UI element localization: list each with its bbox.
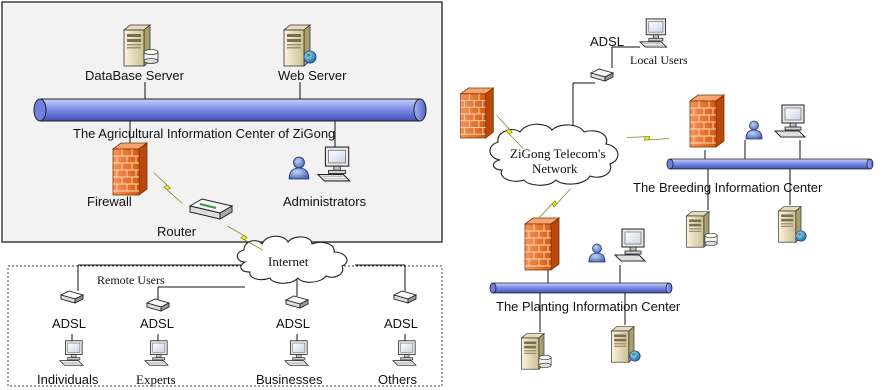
adsl-label: ADSL <box>52 316 86 331</box>
internet-cloud <box>236 235 348 284</box>
computer-icon[interactable] <box>59 340 84 366</box>
adsl-label: ADSL <box>276 316 310 331</box>
computer-icon[interactable] <box>392 340 417 366</box>
database-icon <box>143 49 159 64</box>
internet-label: Internet <box>268 254 309 269</box>
adsl-modem-icon[interactable] <box>285 295 309 309</box>
remote-users-box <box>7 265 443 387</box>
globe-icon <box>303 50 317 64</box>
administrators-label: Administrators <box>283 194 367 209</box>
firewall-icon[interactable] <box>524 217 560 271</box>
planting-db-server[interactable] <box>521 333 552 370</box>
breeding-users-group[interactable] <box>745 104 806 140</box>
adsl-label: ADSL <box>384 316 418 331</box>
local-adsl-label: ADSL <box>590 34 624 49</box>
firewall-icon[interactable] <box>112 142 148 196</box>
planting-center-bus <box>489 282 673 294</box>
firewall-icon[interactable] <box>460 87 494 139</box>
experts-label: Experts <box>136 372 176 387</box>
connection-lines <box>71 46 801 342</box>
globe-icon <box>629 350 641 362</box>
breeding-center-label: The Breeding Information Center <box>633 180 823 195</box>
router-label: Router <box>157 224 197 239</box>
adsl-label: ADSL <box>140 316 174 331</box>
web-server-label: Web Server <box>278 68 347 83</box>
user-icon <box>588 243 606 263</box>
user-icon <box>745 120 763 140</box>
adsl-modem-icon[interactable] <box>146 298 170 312</box>
firewall-icon[interactable] <box>689 94 725 148</box>
adsl-modem-icon[interactable] <box>60 290 84 304</box>
planting-web-server[interactable] <box>611 326 641 363</box>
telecom-network-cloud <box>489 123 619 186</box>
individuals-label: Individuals <box>37 372 99 387</box>
adsl-modem-icon[interactable] <box>590 68 614 82</box>
globe-icon <box>795 230 807 242</box>
computer-icon <box>774 104 806 138</box>
computer-icon[interactable] <box>639 18 667 48</box>
breeding-web-server[interactable] <box>778 206 807 243</box>
businesses-label: Businesses <box>256 372 323 387</box>
planting-center-label: The Planting Information Center <box>496 299 681 314</box>
database-server-label: DataBase Server <box>85 68 185 83</box>
adsl-modem-icon[interactable] <box>393 290 417 304</box>
computer-icon <box>614 228 646 262</box>
computer-icon[interactable] <box>284 340 309 366</box>
computer-icon[interactable] <box>144 340 169 366</box>
others-label: Others <box>378 372 418 387</box>
agri-center-label: The Agricultural Information Center of Z… <box>73 126 335 141</box>
agri-center-bus <box>33 98 427 122</box>
firewall-label: Firewall <box>87 194 132 209</box>
telecom-label-line2: Network <box>532 161 578 176</box>
database-icon <box>704 232 718 246</box>
planting-users-group[interactable] <box>588 228 646 263</box>
telecom-label-line1: ZiGong Telecom's <box>510 146 605 161</box>
lightning-icon <box>626 124 670 152</box>
database-icon <box>538 354 552 368</box>
agri-center-box <box>1 1 443 243</box>
local-users-label: Local Users <box>630 53 688 67</box>
breeding-center-bus <box>666 158 874 170</box>
breeding-db-server[interactable] <box>686 211 718 248</box>
remote-users-label: Remote Users <box>97 273 165 287</box>
